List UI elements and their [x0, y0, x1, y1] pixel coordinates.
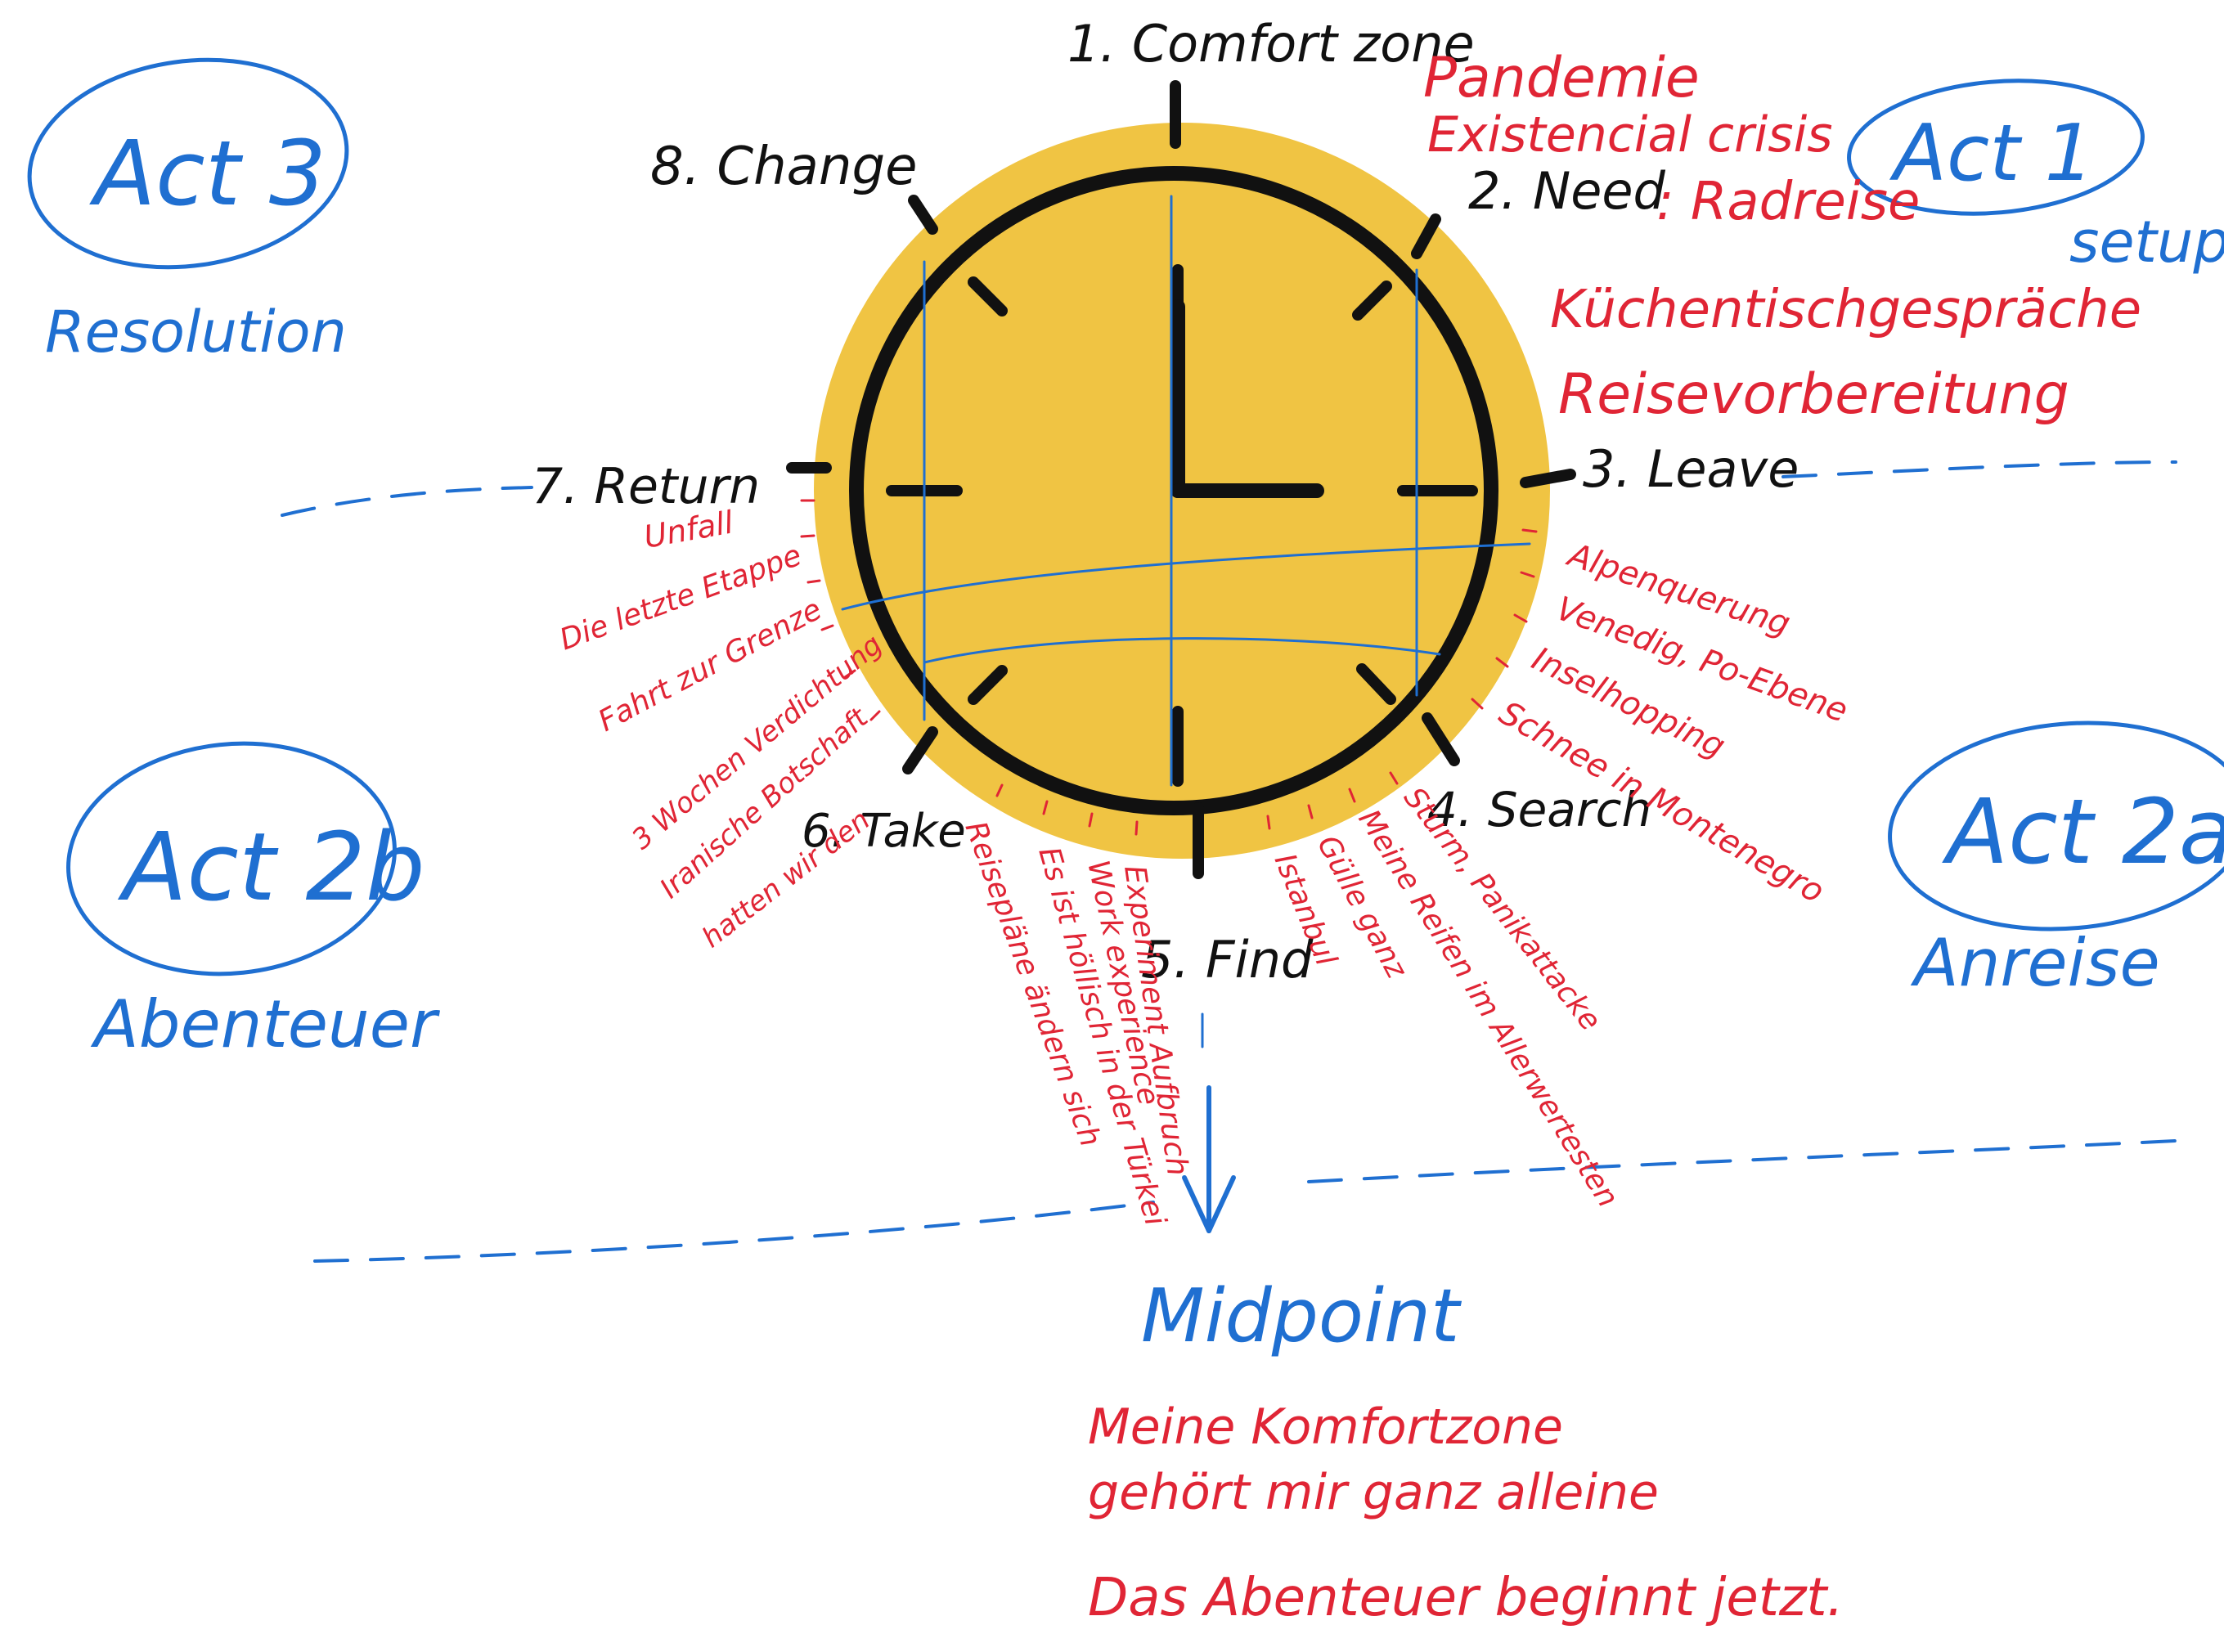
midpoint-line-3: Das Abenteuer beginnt jetzt.	[1088, 1568, 1844, 1628]
step-3-leave: 3. Leave	[1583, 439, 1799, 499]
outer-tick-8	[914, 200, 932, 229]
act2a-title: Act 2a	[1942, 779, 2224, 884]
notes-search: Alpenquerung Venedig, Po-Ebene Inselhopp…	[1493, 536, 1853, 911]
act3-title: Act 3	[89, 121, 326, 226]
act1-subtitle: setup	[2069, 209, 2224, 276]
act3-subtitle: Resolution	[45, 299, 347, 366]
act2a-subtitle: Anreise	[1910, 925, 2160, 1001]
midpoint-block: Midpoint Meine Komfortzone gehört mir ga…	[1088, 1273, 1844, 1628]
midpoint-title: Midpoint	[1141, 1273, 1462, 1359]
act2b-title: Act 2b	[117, 813, 425, 923]
divider-upper-left	[282, 487, 532, 515]
need-note-1: Pandemie	[1423, 46, 1700, 110]
outer-tick-3	[1525, 474, 1570, 483]
need-note-2: Existencial crisis	[1427, 106, 1833, 164]
need-note-suffix: : Radreise	[1656, 172, 1920, 232]
notes-leave: Küchentischgespräche Reisevorbereitung	[1550, 280, 2141, 427]
divider-lower-right	[1309, 1141, 2176, 1182]
step-1-comfort-zone: 1. Comfort zone	[1067, 14, 1475, 74]
step-2-need: 2. Need	[1468, 161, 1666, 221]
story-clock	[792, 86, 1570, 1047]
divider-upper-right	[1783, 462, 2176, 477]
step-8-change: 8. Change	[650, 137, 917, 197]
act2b-subtitle: Abenteuer	[90, 986, 441, 1062]
leave-note-1: Küchentischgespräche	[1550, 280, 2141, 340]
midpoint-line-2: gehört mir ganz alleine	[1088, 1464, 1659, 1521]
leave-note-2: Reisevorbereitung	[1558, 362, 2069, 427]
divider-lower-left	[315, 1202, 1153, 1261]
notes-find: Sturm, Panikattacke Meine Reifen im Alle…	[959, 781, 1625, 1229]
midpoint-line-1: Meine Komfortzone	[1088, 1398, 1563, 1456]
